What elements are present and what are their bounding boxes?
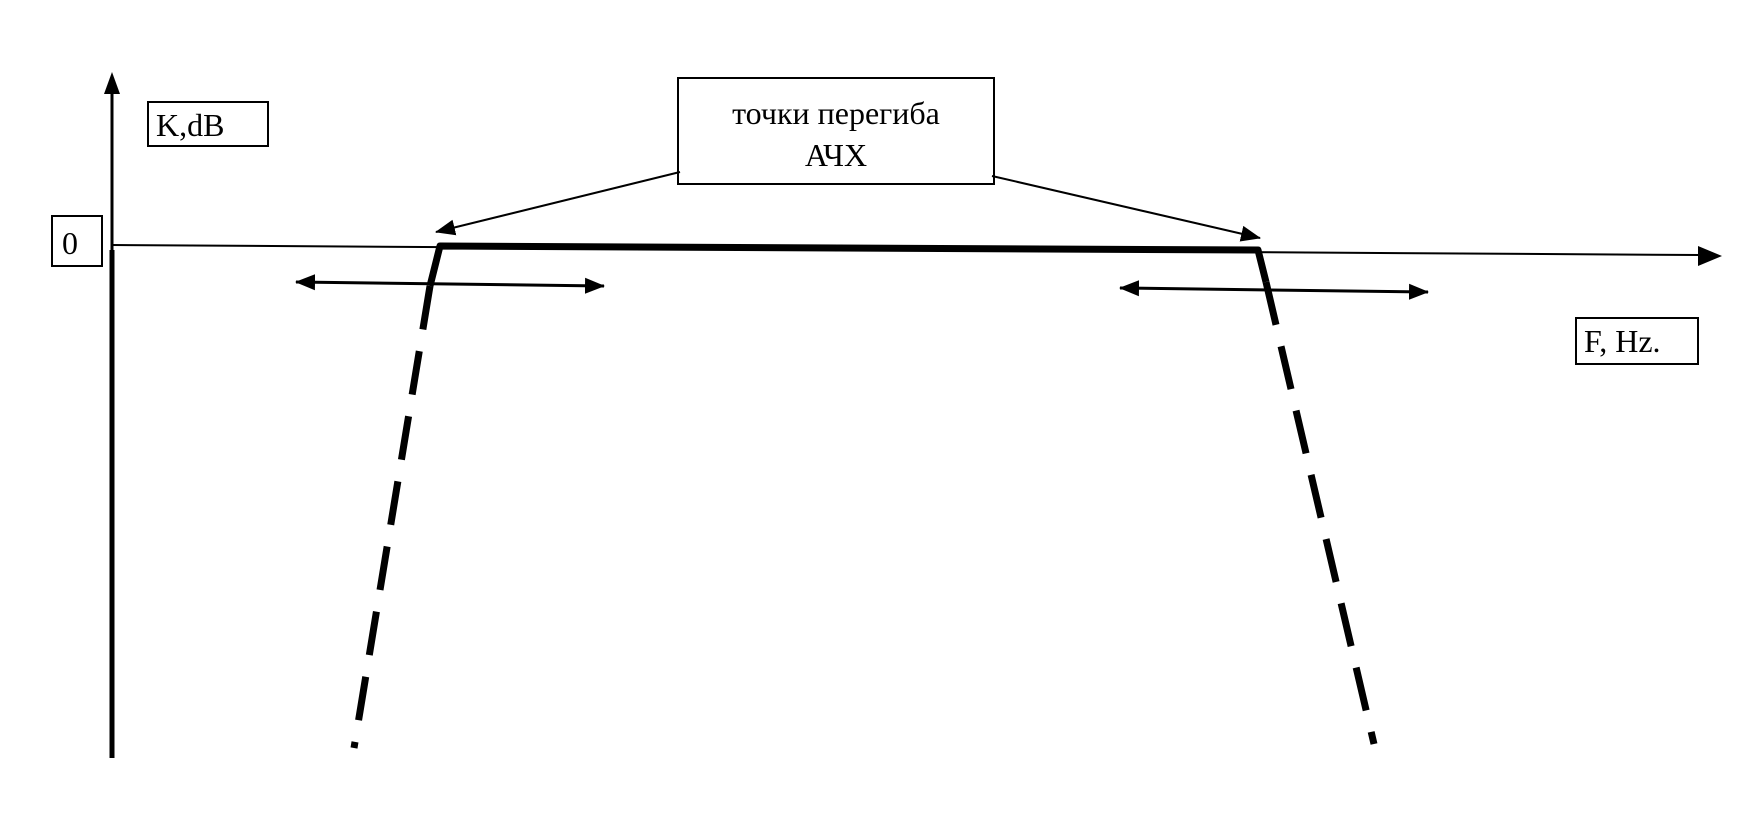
callout-box bbox=[677, 77, 995, 185]
right-rolloff-dashed bbox=[1262, 281, 1378, 745]
zero-label: 0 bbox=[62, 225, 78, 261]
left-double-arrow bbox=[295, 274, 605, 294]
x-axis-arrowhead bbox=[1698, 246, 1722, 266]
zero-label-box bbox=[51, 215, 103, 267]
left-rolloff-dashed bbox=[350, 285, 434, 749]
x-axis-label: F, Hz. bbox=[1584, 323, 1661, 359]
y-axis-label: K,dB bbox=[156, 107, 224, 143]
callout-arrow-right bbox=[991, 175, 1261, 242]
callout-line2: АЧХ bbox=[805, 137, 867, 173]
x-axis-label-box bbox=[1575, 317, 1699, 365]
y-axis-arrowhead bbox=[104, 72, 120, 94]
passband-response-line bbox=[426, 242, 1270, 287]
callout-arrow-left bbox=[435, 171, 681, 236]
right-double-arrow bbox=[1119, 280, 1429, 300]
callout-line1: точки перегиба bbox=[732, 95, 940, 131]
y-axis-label-box bbox=[147, 101, 269, 147]
